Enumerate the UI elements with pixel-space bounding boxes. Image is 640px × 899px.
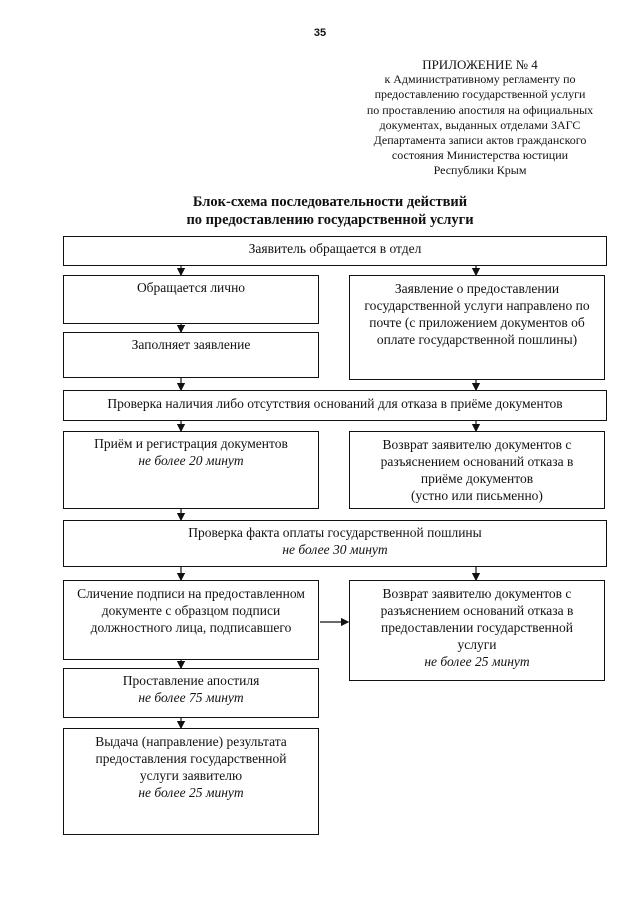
page-number: 35 [313,27,327,39]
step-text: Обращается лично [136,280,246,295]
step-issue-result: Выдача (направление) результата предоста… [63,728,319,835]
step-text: Проверка факта оплаты государственной по… [188,525,482,540]
step-text: Приём и регистрация документов [94,436,288,451]
step-text: Сличение подписи на предоставленном доку… [77,586,305,635]
appendix-line: документах, выданных отделами ЗАГС [379,117,581,132]
step-registration: Приём и регистрация документов не более … [63,431,319,509]
step-by-mail: Заявление о предоставлении государственн… [349,275,605,380]
appendix-line: Республики Крым [433,163,527,178]
step-check-grounds: Проверка наличия либо отсутствия основан… [63,390,607,421]
appendix-heading: ПРИЛОЖЕНИЕ № 4 [422,57,538,72]
appendix-line: состояния Министерства юстиции [391,148,569,163]
diagram-title-line: по предоставлению государственной услуги [186,212,474,228]
diagram-title: Блок-схема последовательности действий п… [60,193,600,229]
step-note: (устно или письменно) [411,488,543,503]
step-time: не более 25 минут [424,654,530,669]
step-text: Выдача (направление) результата предоста… [95,734,287,783]
step-return-service: Возврат заявителю документов с разъяснен… [349,580,605,681]
step-signature-check: Сличение подписи на предоставленном доку… [63,580,319,660]
step-time: не более 75 минут [138,690,244,705]
appendix-line: к Административному регламенту по [384,72,576,87]
step-fills-application: Заполняет заявление [63,332,319,378]
appendix-line: по проставлению апостиля на официальных [366,102,594,117]
step-text: Возврат заявителю документов с разъяснен… [380,586,574,652]
diagram-title-line: Блок-схема последовательности действий [192,194,468,210]
step-check-payment: Проверка факта оплаты государственной по… [63,520,607,567]
step-text: Проставление апостиля [122,673,260,688]
step-text: Заполняет заявление [131,337,251,352]
step-time: не более 25 минут [138,785,244,800]
appendix-header: ПРИЛОЖЕНИЕ № 4 к Административному регла… [330,57,630,179]
step-return-intake: Возврат заявителю документов с разъяснен… [349,431,605,509]
step-apostille: Проставление апостиля не более 75 минут [63,668,319,718]
step-text: Проверка наличия либо отсутствия основан… [107,396,563,411]
appendix-line: Департамента записи актов гражданского [373,133,587,148]
step-time: не более 30 минут [282,542,388,557]
step-text: Заявитель обращается в отдел [248,241,422,256]
step-in-person: Обращается лично [63,275,319,324]
appendix-line: предоставлению государственной услуги [374,87,586,102]
step-text: Заявление о предоставлении государственн… [364,281,590,347]
step-time: не более 20 минут [138,453,244,468]
step-text: Возврат заявителю документов с разъяснен… [380,437,574,486]
step-applicant-applies: Заявитель обращается в отдел [63,236,607,266]
